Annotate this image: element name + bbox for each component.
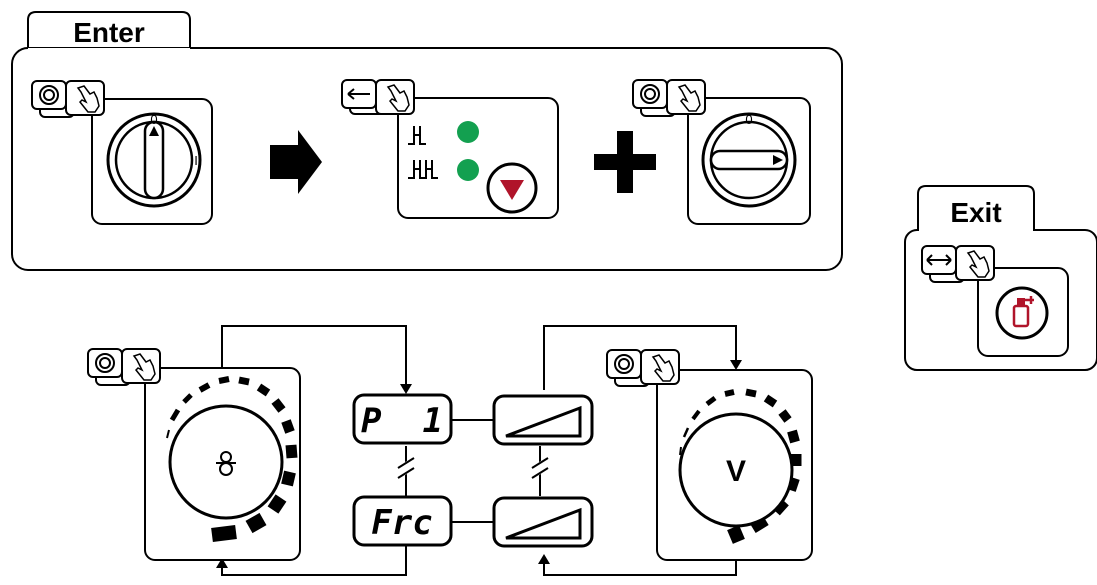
- wire-feed-scale: [166, 376, 298, 542]
- four-stroke-icon: [408, 160, 438, 179]
- display-parameter-bottom: Frc: [352, 495, 453, 547]
- rotate-hand-icon: [632, 79, 706, 117]
- back-arrow-hand-icon: [341, 79, 415, 115]
- double-arrow-hand-icon: [921, 245, 995, 283]
- mode-select-panel: [397, 97, 559, 219]
- switch-pos-on: I: [792, 153, 796, 168]
- gas-test-button[interactable]: [995, 286, 1049, 340]
- right-arrow-icon: [270, 130, 322, 194]
- ramp-indicator-top: [492, 394, 594, 446]
- four-stroke-led: [457, 159, 479, 181]
- main-switch-off[interactable]: 0 I: [91, 98, 213, 225]
- gas-test-icon: [1012, 296, 1034, 328]
- voltage-dial[interactable]: V: [678, 412, 794, 528]
- display-text-bottom: Frc: [371, 503, 432, 543]
- display-text-top: P 1: [361, 401, 443, 441]
- ramp-icon: [505, 405, 582, 438]
- rotate-hand-icon: [31, 80, 105, 118]
- switch-pos-off: 0: [745, 112, 752, 127]
- two-stroke-led: [457, 121, 479, 143]
- voltage-dial-label: V: [726, 455, 746, 488]
- plus-icon: [594, 131, 656, 193]
- display-parameter-top: P 1: [352, 393, 453, 445]
- ramp-indicator-bottom: [492, 496, 594, 548]
- switch-pos-on: I: [194, 153, 198, 168]
- enter-tab-label: Enter: [73, 17, 145, 48]
- voltage-dial-panel: V: [656, 369, 813, 561]
- down-arrow-button-icon[interactable]: [486, 162, 538, 214]
- flow-lines: [216, 325, 742, 576]
- two-stroke-icon: [408, 126, 426, 145]
- switch-pos-off: 0: [150, 112, 157, 127]
- wire-feed-icon: [216, 451, 236, 476]
- exit-tab-label: Exit: [950, 197, 1001, 228]
- main-switch-on[interactable]: 0 I: [687, 97, 811, 225]
- wire-feed-dial-panel: [144, 367, 301, 561]
- rotate-hand-icon: [606, 349, 680, 387]
- wire-feed-dial[interactable]: [168, 404, 284, 520]
- ramp-icon: [505, 507, 582, 540]
- rotate-hand-icon: [87, 348, 161, 386]
